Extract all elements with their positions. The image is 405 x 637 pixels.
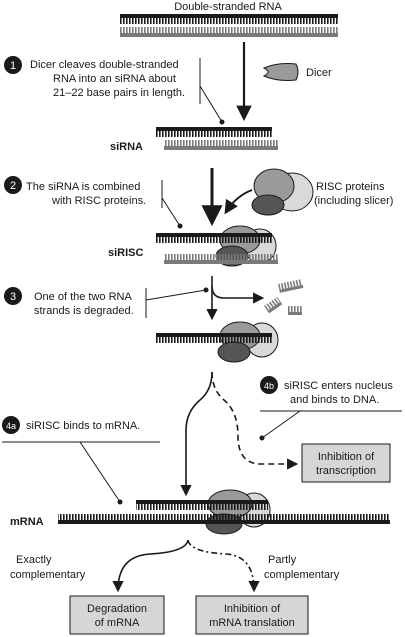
mrna-label: mRNA bbox=[10, 516, 44, 528]
step-4a-leader bbox=[79, 441, 121, 503]
step-4a-text: siRISC binds to mRNA. bbox=[26, 420, 140, 432]
step-2-text-line1: The siRNA is combined bbox=[26, 181, 140, 193]
step-4a-leader-dot bbox=[117, 499, 123, 505]
step-2-text-line2: with RISC proteins. bbox=[51, 195, 146, 207]
box-degradation: Degradation of mRNA bbox=[69, 595, 165, 635]
risc-label-line2: (including slicer) bbox=[314, 195, 393, 207]
step-2-leader bbox=[161, 197, 181, 227]
degraded-fragments bbox=[264, 279, 304, 315]
partly-label-line1: Partly bbox=[268, 554, 297, 566]
step-4b-leader-dot bbox=[259, 435, 265, 441]
exactly-label-line1: Exactly bbox=[16, 554, 52, 566]
sirisc-label: siRISC bbox=[108, 247, 144, 259]
partly-label-line2: complementary bbox=[264, 569, 340, 581]
box-degradation-line2: of mRNA bbox=[95, 617, 140, 629]
box-degradation-line1: Degradation bbox=[87, 603, 147, 615]
svg-text:4b: 4b bbox=[264, 381, 274, 391]
step-3-text-line1: One of the two RNA bbox=[34, 291, 132, 303]
step-4b-badge: 4b bbox=[260, 376, 278, 394]
title-label: Double-stranded RNA bbox=[174, 1, 282, 13]
arrow-to-transcription bbox=[211, 371, 299, 470]
step-4b-leader bbox=[261, 410, 301, 439]
step-3-leader-dot bbox=[203, 287, 209, 293]
step-2-leader-dot bbox=[177, 223, 183, 229]
step-3-text-line2: strands is degraded. bbox=[34, 305, 134, 317]
sirisc-single-strand bbox=[156, 321, 279, 363]
risc-join-arrow bbox=[224, 189, 253, 215]
step-1-leader bbox=[199, 85, 223, 123]
degraded-strand-arrow bbox=[211, 285, 265, 304]
step-1-badge: 1 bbox=[4, 56, 22, 74]
sirna-duplex bbox=[156, 127, 278, 150]
exactly-label-line2: complementary bbox=[10, 569, 86, 581]
mrna-sirisc-complex bbox=[58, 489, 390, 535]
risc-proteins bbox=[251, 168, 314, 216]
svg-text:3: 3 bbox=[10, 291, 16, 303]
double-stranded-rna bbox=[120, 14, 338, 37]
risc-label-line1: RISC proteins bbox=[316, 181, 385, 193]
svg-text:4a: 4a bbox=[6, 421, 16, 431]
svg-text:2: 2 bbox=[10, 180, 16, 192]
box-inhibition-translation: Inhibition of mRNA translation bbox=[195, 595, 309, 635]
step-4b-text-line1: siRISC enters nucleus bbox=[284, 380, 393, 392]
dicer-icon bbox=[262, 63, 299, 81]
box-transcription-line1: Inhibition of bbox=[318, 451, 375, 463]
arrow-to-translation-inhibition bbox=[187, 539, 260, 593]
step-1-text-line1: Dicer cleaves double-stranded bbox=[30, 59, 179, 71]
box-translation-line1: Inhibition of bbox=[224, 603, 281, 615]
box-inhibition-transcription: Inhibition of transcription bbox=[301, 443, 391, 483]
svg-text:1: 1 bbox=[10, 60, 16, 72]
step-1-leader-dot bbox=[219, 119, 225, 125]
dicer-label: Dicer bbox=[306, 67, 332, 79]
step-4a-badge: 4a bbox=[2, 416, 20, 434]
sirisc-complex bbox=[156, 225, 278, 267]
arrow-to-degradation bbox=[112, 539, 189, 593]
step-4b-text-line2: and binds to DNA. bbox=[290, 394, 379, 406]
step-3-leader bbox=[145, 289, 207, 301]
step-1-text-line3: 21–22 base pairs in length. bbox=[53, 87, 185, 99]
sirna-label: siRNA bbox=[110, 141, 143, 153]
box-translation-line2: mRNA translation bbox=[209, 617, 295, 629]
step-2-badge: 2 bbox=[4, 176, 22, 194]
box-transcription-line2: transcription bbox=[316, 465, 376, 477]
arrow-to-mrna bbox=[180, 371, 213, 497]
step-3-badge: 3 bbox=[4, 287, 22, 305]
step-1-text-line2: RNA into an siRNA about bbox=[53, 73, 176, 85]
